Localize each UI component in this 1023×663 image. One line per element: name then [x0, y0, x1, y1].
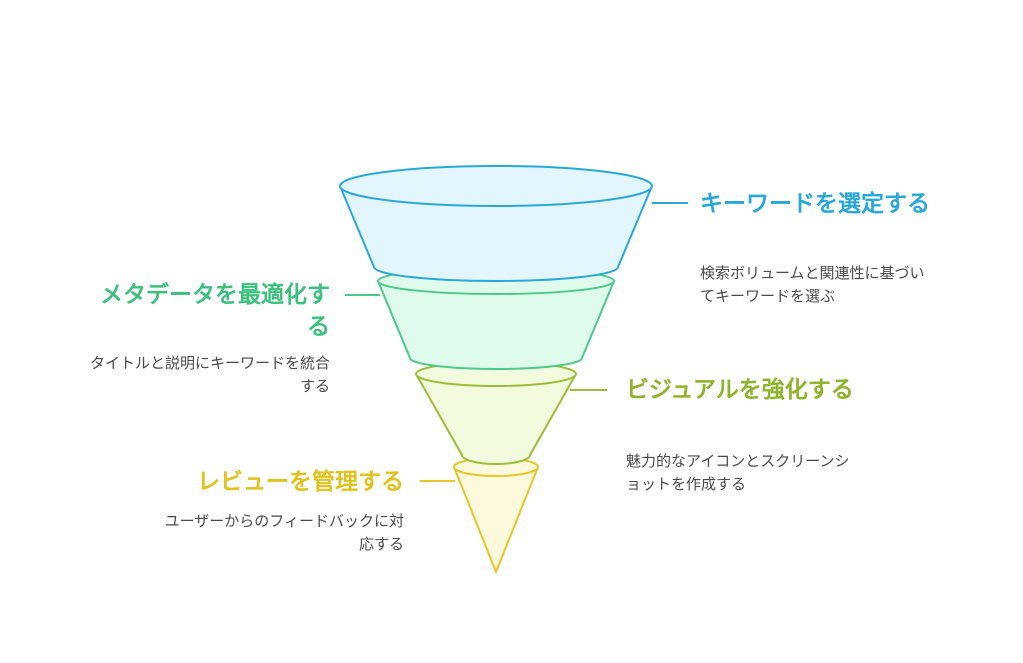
stage-title-keyword: キーワードを選定する [700, 191, 930, 217]
funnel-stage-review [453, 457, 539, 573]
funnel-stage-keyword [339, 165, 653, 282]
stage-description-visual: 魅力的なアイコンとスクリーンショットを作成する [626, 452, 850, 493]
stage-description-review: ユーザーからのフィードバックに対応する [164, 512, 404, 553]
funnel-stage-metadata [377, 267, 615, 370]
stage-title-review: レビューを管理する [197, 469, 404, 495]
funnel-stage-visual [415, 361, 577, 465]
stage-description-keyword: 検索ボリュームと関連性に基づいてキーワードを選ぶ [700, 264, 925, 305]
stage-title-metadata: メタデータを最適化する [100, 282, 330, 340]
stage-description-metadata: タイトルと説明にキーワードを統合する [90, 354, 331, 395]
stage-title-visual: ビジュアルを強化する [626, 377, 854, 403]
